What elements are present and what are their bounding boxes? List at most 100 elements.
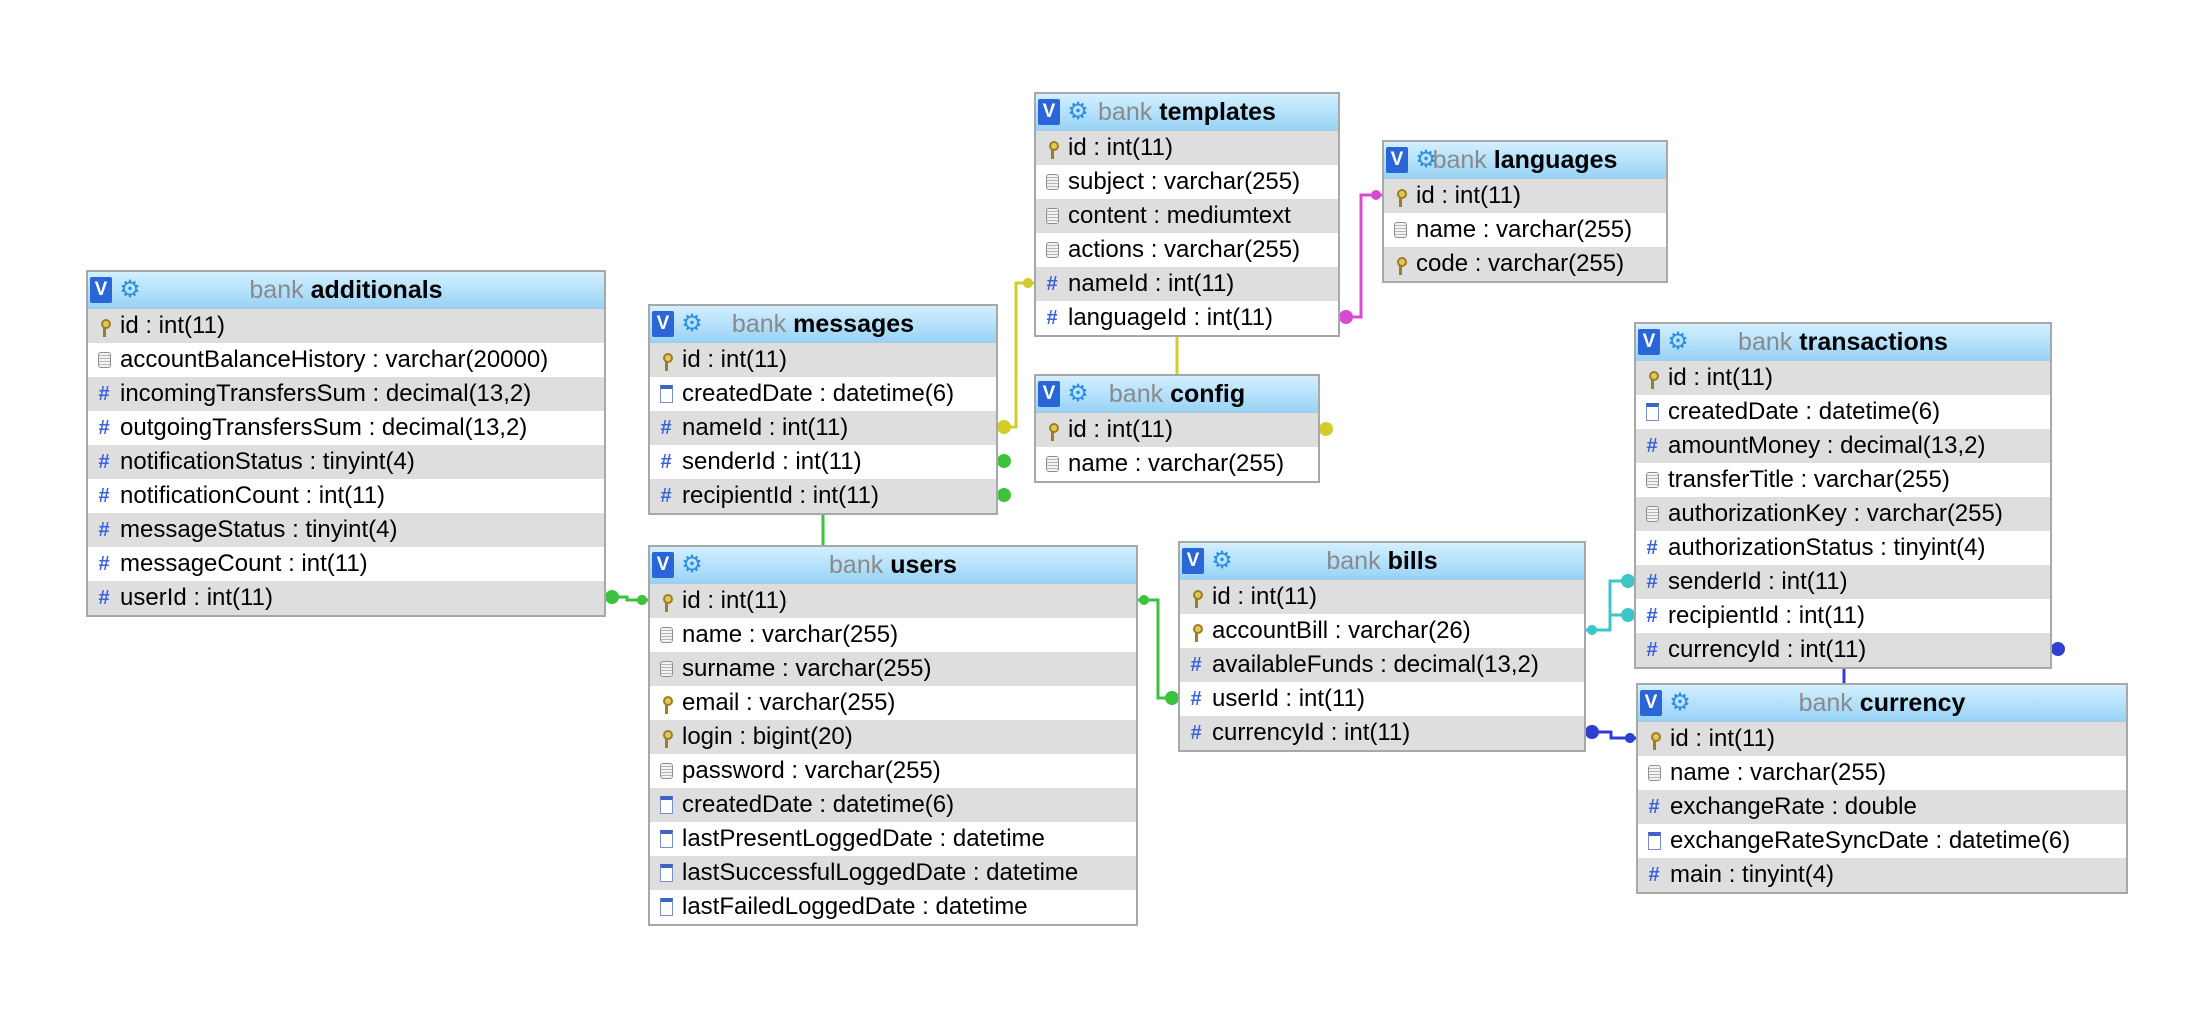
field-row[interactable]: password : varchar(255)	[650, 754, 1136, 788]
calendar-icon	[658, 828, 674, 850]
gear-icon[interactable]: ⚙	[681, 310, 703, 337]
field-row[interactable]: #languageId : int(11)	[1036, 301, 1338, 335]
numeric-icon: #	[1646, 536, 1658, 559]
gear-icon[interactable]: ⚙	[1067, 380, 1089, 407]
field-row[interactable]: name : varchar(255)	[1384, 213, 1666, 247]
field-row[interactable]: createdDate : datetime(6)	[650, 377, 996, 411]
field-row[interactable]: id : int(11)	[1180, 580, 1584, 614]
field-row[interactable]: id : int(11)	[650, 584, 1136, 618]
field-row[interactable]: id : int(11)	[650, 343, 996, 377]
toggle-columns-icon[interactable]: V	[1386, 147, 1408, 173]
toggle-columns-icon[interactable]: V	[1038, 99, 1060, 125]
field-row[interactable]: id : int(11)	[1384, 179, 1666, 213]
field-label: password : varchar(255)	[682, 757, 941, 784]
field-row[interactable]: lastSuccessfulLoggedDate : datetime	[650, 856, 1136, 890]
field-row[interactable]: #userId : int(11)	[1180, 682, 1584, 716]
field-row[interactable]: lastFailedLoggedDate : datetime	[650, 890, 1136, 924]
field-row[interactable]: name : varchar(255)	[1638, 756, 2126, 790]
toggle-columns-icon[interactable]: V	[90, 277, 112, 303]
gear-icon[interactable]: ⚙	[1415, 146, 1437, 173]
field-row[interactable]: #senderId : int(11)	[1636, 565, 2050, 599]
field-row[interactable]: #outgoingTransfersSum : decimal(13,2)	[88, 411, 604, 445]
field-row[interactable]: lastPresentLoggedDate : datetime	[650, 822, 1136, 856]
field-row[interactable]: content : mediumtext	[1036, 199, 1338, 233]
field-row[interactable]: authorizationKey : varchar(255)	[1636, 497, 2050, 531]
field-row[interactable]: login : bigint(20)	[650, 720, 1136, 754]
field-row[interactable]: #messageStatus : tinyint(4)	[88, 513, 604, 547]
field-row[interactable]: #currencyId : int(11)	[1636, 633, 2050, 667]
field-row[interactable]: #nameId : int(11)	[1036, 267, 1338, 301]
toggle-columns-icon[interactable]: V	[1640, 690, 1662, 716]
field-label: transferTitle : varchar(255)	[1668, 466, 1950, 493]
field-row[interactable]: subject : varchar(255)	[1036, 165, 1338, 199]
field-row[interactable]: #incomingTransfersSum : decimal(13,2)	[88, 377, 604, 411]
field-row[interactable]: #messageCount : int(11)	[88, 547, 604, 581]
field-row[interactable]: id : int(11)	[88, 309, 604, 343]
gear-icon[interactable]: ⚙	[681, 551, 703, 578]
field-row[interactable]: #nameId : int(11)	[650, 411, 996, 445]
field-row[interactable]: email : varchar(255)	[650, 686, 1136, 720]
field-row[interactable]: #exchangeRate : double	[1638, 790, 2126, 824]
field-label: senderId : int(11)	[682, 448, 862, 475]
text-icon	[1644, 469, 1660, 491]
field-row[interactable]: transferTitle : varchar(255)	[1636, 463, 2050, 497]
gear-icon[interactable]: ⚙	[1667, 328, 1689, 355]
field-row[interactable]: #amountMoney : decimal(13,2)	[1636, 429, 2050, 463]
field-row[interactable]: id : int(11)	[1036, 131, 1338, 165]
field-row[interactable]: name : varchar(255)	[650, 618, 1136, 652]
field-row[interactable]: name : varchar(255)	[1036, 447, 1318, 481]
toggle-columns-icon[interactable]: V	[1638, 329, 1660, 355]
field-row[interactable]: #recipientId : int(11)	[650, 479, 996, 513]
field-row[interactable]: #senderId : int(11)	[650, 445, 996, 479]
field-row[interactable]: #currencyId : int(11)	[1180, 716, 1584, 750]
field-row[interactable]: exchangeRateSyncDate : datetime(6)	[1638, 824, 2126, 858]
field-row[interactable]: id : int(11)	[1636, 361, 2050, 395]
field-row[interactable]: #main : tinyint(4)	[1638, 858, 2126, 892]
field-row[interactable]: surname : varchar(255)	[650, 652, 1136, 686]
field-row[interactable]: #notificationStatus : tinyint(4)	[88, 445, 604, 479]
toggle-columns-icon[interactable]: V	[1038, 381, 1060, 407]
field-row[interactable]: accountBill : varchar(26)	[1180, 614, 1584, 648]
relation-endpoint-many	[997, 488, 1011, 502]
field-row[interactable]: accountBalanceHistory : varchar(20000)	[88, 343, 604, 377]
field-row[interactable]: #userId : int(11)	[88, 581, 604, 615]
field-row[interactable]: code : varchar(255)	[1384, 247, 1666, 281]
field-row[interactable]: createdDate : datetime(6)	[650, 788, 1136, 822]
toggle-columns-icon[interactable]: V	[652, 311, 674, 337]
field-row[interactable]: #availableFunds : decimal(13,2)	[1180, 648, 1584, 682]
field-row[interactable]: #authorizationStatus : tinyint(4)	[1636, 531, 2050, 565]
field-row[interactable]: createdDate : datetime(6)	[1636, 395, 2050, 429]
field-row[interactable]: id : int(11)	[1036, 413, 1318, 447]
gear-icon[interactable]: ⚙	[1669, 689, 1691, 716]
table-name: currency	[1859, 688, 1966, 717]
toggle-columns-icon[interactable]: V	[1182, 548, 1204, 574]
gear-icon[interactable]: ⚙	[119, 276, 141, 303]
field-row[interactable]: #recipientId : int(11)	[1636, 599, 2050, 633]
field-row[interactable]: #notificationCount : int(11)	[88, 479, 604, 513]
gear-icon[interactable]: ⚙	[1211, 547, 1233, 574]
gear-icon[interactable]: ⚙	[1067, 98, 1089, 125]
toggle-columns-icon[interactable]: V	[652, 552, 674, 578]
field-row[interactable]: actions : varchar(255)	[1036, 233, 1338, 267]
field-row[interactable]: id : int(11)	[1638, 722, 2126, 756]
relation-endpoint-one	[1023, 278, 1033, 288]
field-label: surname : varchar(255)	[682, 655, 932, 682]
